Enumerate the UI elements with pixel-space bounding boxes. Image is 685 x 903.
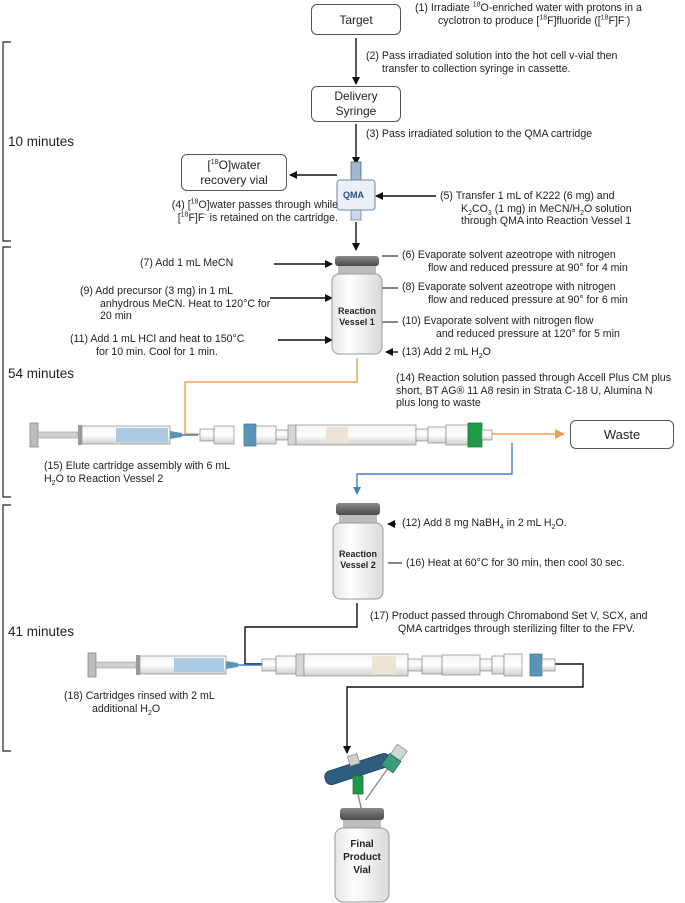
duration-phase-3: 41 minutes (8, 624, 75, 639)
syringe-1 (29, 422, 198, 448)
phase-bracket-2 (2, 246, 11, 498)
line-rv2-to-cartridges (244, 603, 358, 665)
step-8-text: (8) Evaporate solvent azeotrope with nit… (402, 281, 628, 306)
step-5-text: (5) Transfer 1 mL of K222 (6 mg) and K2C… (440, 190, 632, 228)
line-to-rv2 (353, 443, 513, 495)
step-9-text: (9) Add precursor (3 mg) in 1 mL anhydro… (80, 285, 271, 323)
reaction-vessel-2 (332, 503, 384, 600)
target-box: Target (311, 4, 401, 35)
step-12-text: (12) Add 8 mg NaBH4 in 2 mL H2O. (402, 517, 567, 532)
step-4-text: (4) [18O]water passes through while [18F… (171, 198, 338, 224)
phase-bracket-3 (2, 504, 11, 752)
delivery-label-line2: Syringe (335, 104, 377, 118)
recovery-label-line2: recovery vial (200, 172, 268, 187)
reaction-vessel-1 (331, 256, 383, 355)
step-18-text: (18) Cartridges rinsed with 2 mL additio… (64, 690, 215, 717)
duration-phase-2: 54 minutes (8, 366, 75, 381)
waste-box: Waste (570, 420, 674, 449)
syringe-2 (87, 652, 262, 678)
rv2-label: Reaction Vessel 2 (338, 549, 377, 570)
step-16-text: (16) Heat at 60°C for 30 min, then cool … (406, 557, 625, 569)
line-to-fpv (343, 663, 584, 754)
rv1-label: Reaction Vessel 1 (337, 306, 376, 327)
step-10-text: (10) Evaporate solvent with nitrogen flo… (402, 315, 620, 340)
recovery-label-line1: [18O]water (207, 157, 261, 172)
step-6-text: (6) Evaporate solvent azeotrope with nit… (402, 249, 628, 274)
line-rv1-to-cartridges (184, 358, 358, 435)
step-3-text: (3) Pass irradiated solution to the QMA … (366, 128, 593, 140)
step-11-text: (11) Add 1 mL HCl and heat to 150°C for … (70, 333, 245, 358)
target-label: Target (339, 12, 373, 27)
final-product-vial (324, 743, 408, 903)
step-17-text: (17) Product passed through Chromabond S… (370, 610, 648, 635)
waste-label: Waste (603, 426, 641, 442)
duration-phase-1: 10 minutes (8, 134, 75, 149)
delivery-syringe-box: Delivery Syringe (311, 86, 401, 122)
step-13-text: (13) Add 2 mL H2O (402, 346, 491, 361)
delivery-label-line1: Delivery (334, 89, 378, 103)
recovery-vial-box: [18O]water recovery vial (181, 154, 287, 191)
step-2-text: (2) Pass irradiated solution into the ho… (366, 50, 618, 75)
qma-label: QMA (343, 190, 364, 200)
cartridge-assembly-2 (261, 653, 556, 677)
step-7-text: (7) Add 1 mL MeCN (140, 257, 234, 269)
phase-bracket-1 (2, 41, 11, 242)
fpv-label: Final Product Vial (343, 839, 381, 876)
cartridge-assembly-1 (199, 422, 493, 448)
step-14-text: (14) Reaction solution passed through Ac… (396, 372, 671, 410)
step-15-text: (15) Elute cartridge assembly with 6 mL … (44, 460, 231, 487)
step-1-text: (1) Irradiate 18O-enriched water with pr… (415, 1, 642, 27)
qma-cartridge (336, 161, 376, 221)
